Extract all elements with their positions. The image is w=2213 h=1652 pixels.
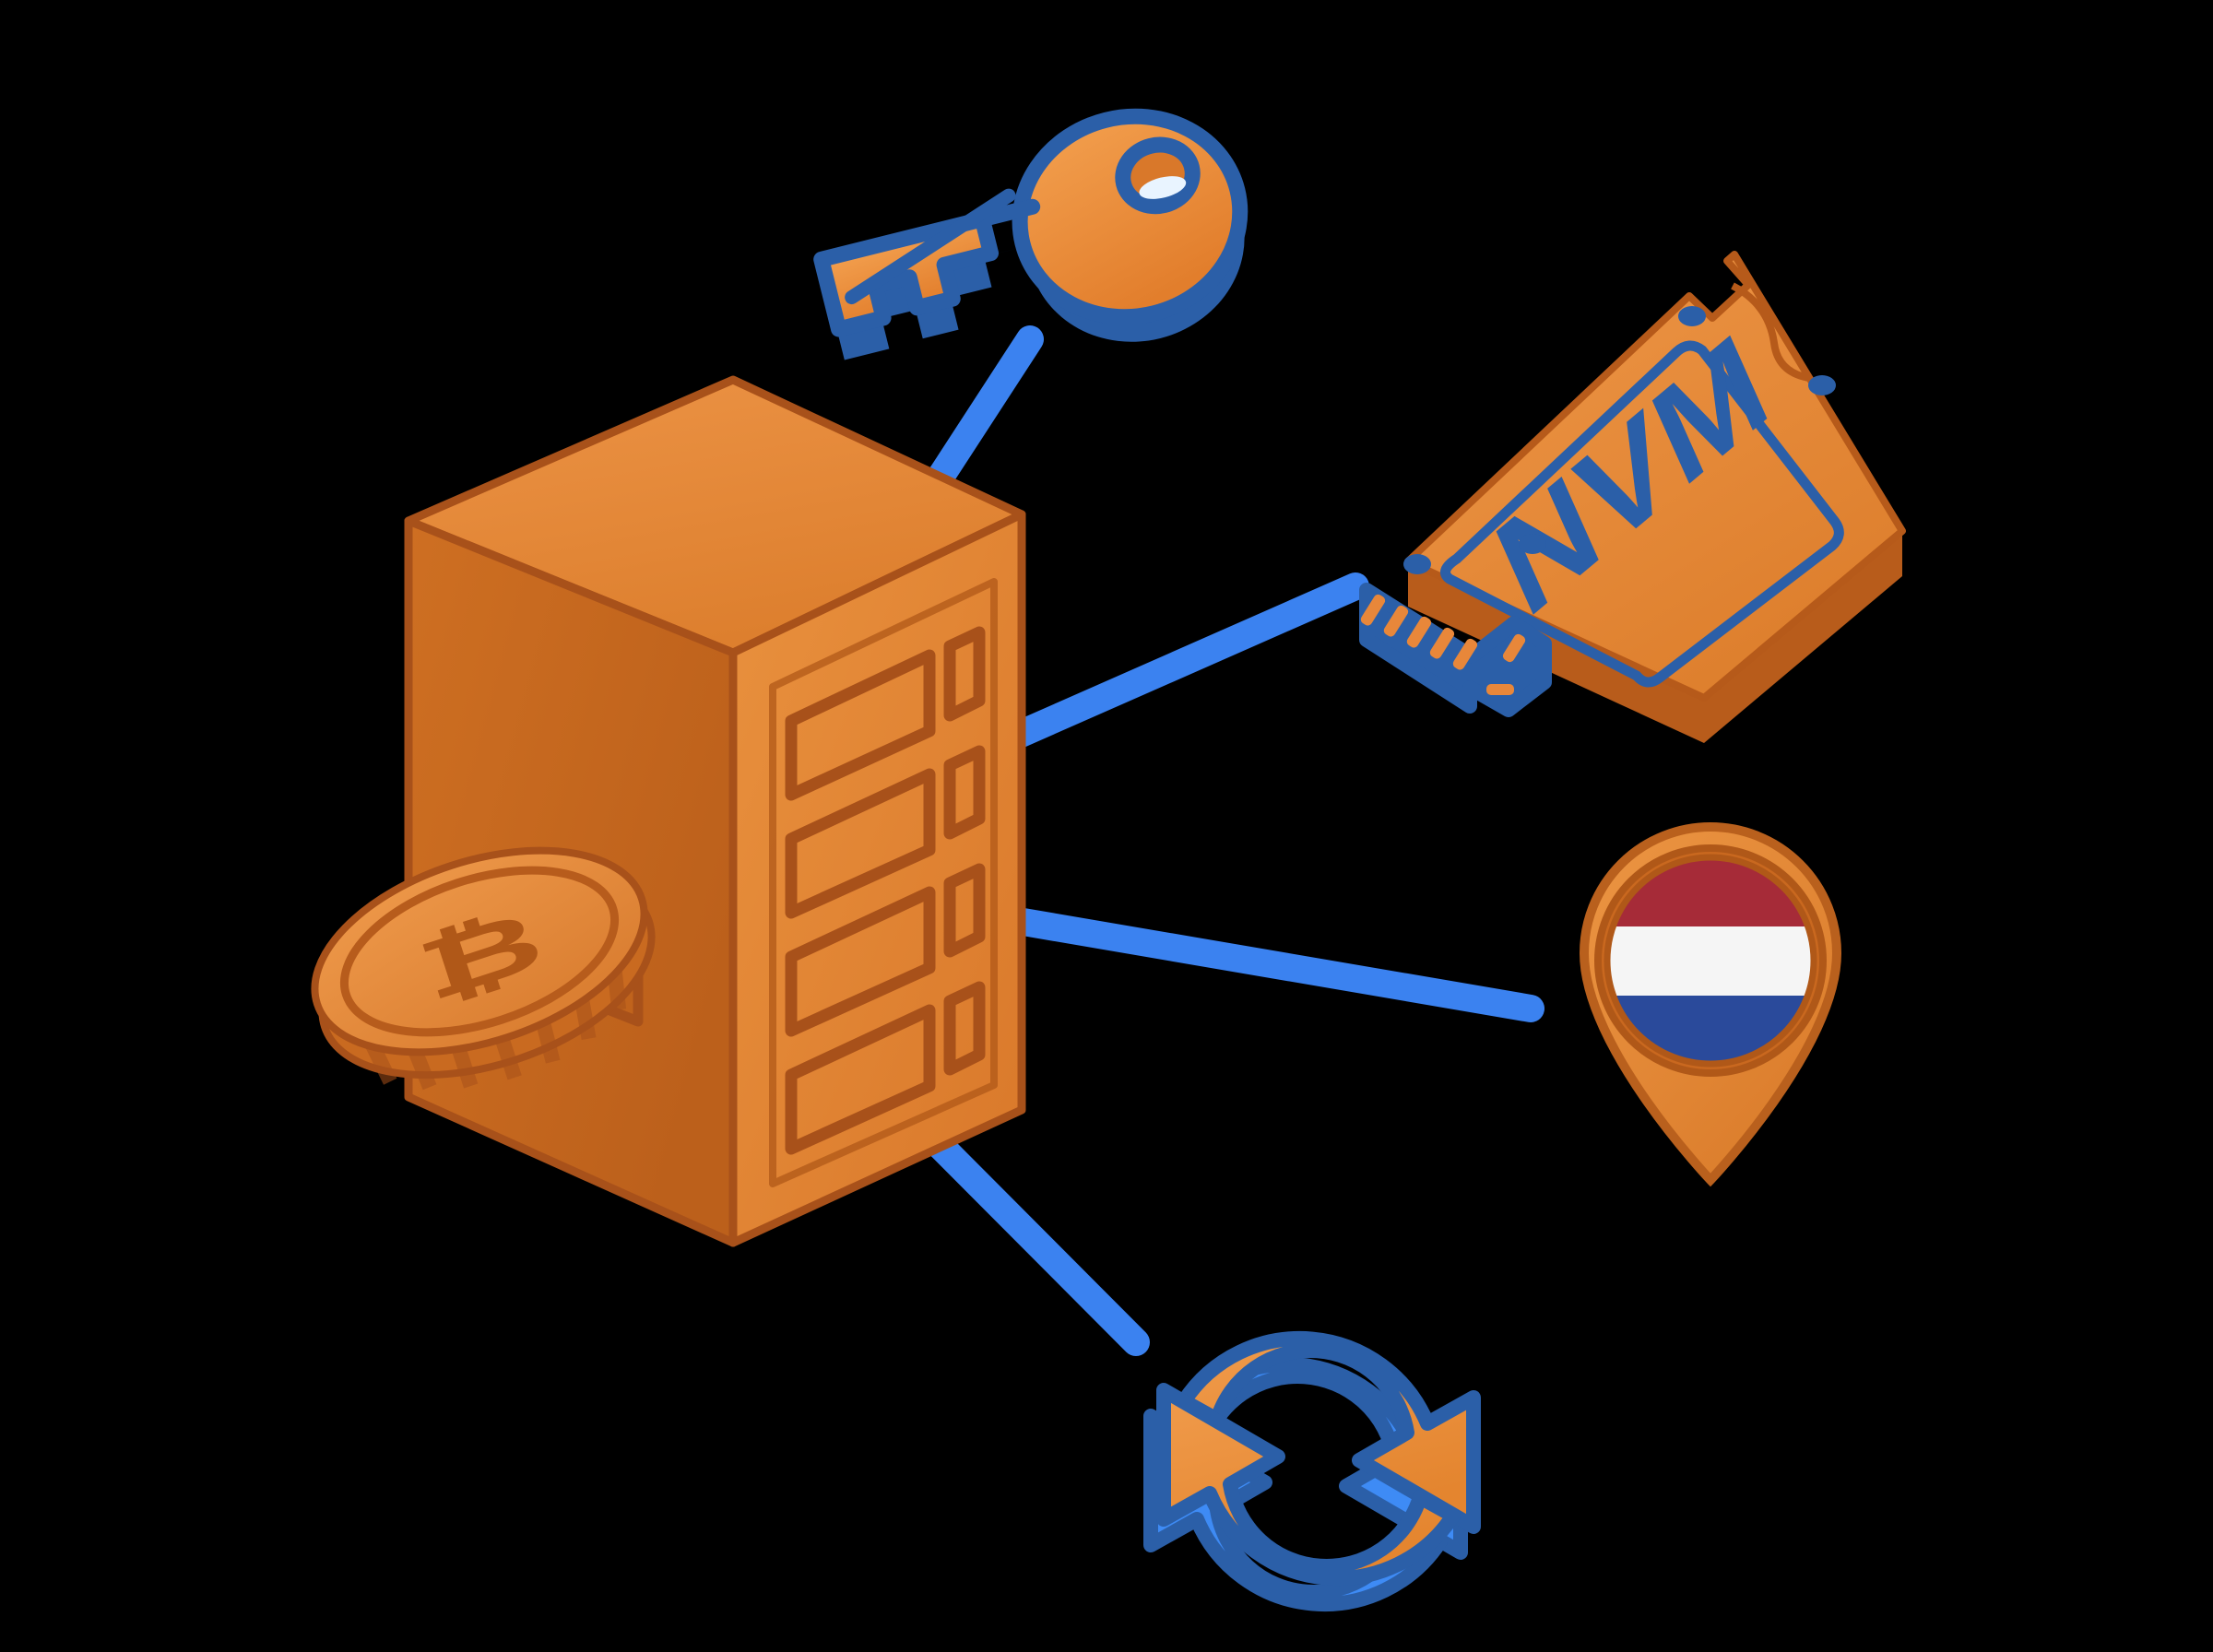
key-icon[interactable]	[803, 93, 1267, 414]
drive-bay-indicator	[943, 626, 986, 722]
nvm-notch	[1731, 282, 1810, 382]
flag-disc-outline	[1604, 854, 1817, 1068]
key-hole-highlight	[1139, 176, 1187, 199]
nvm-label-frame	[1440, 340, 1844, 688]
nvm-screw-hole	[1678, 306, 1706, 326]
nvm-screw-hole	[1403, 554, 1431, 574]
connector-server-to-nvm	[999, 572, 1369, 751]
drive-bay-indicator	[943, 863, 986, 958]
bitcoin-coin[interactable]: ₿	[290, 813, 682, 1129]
sync-arrow-bottom	[1156, 1383, 1461, 1587]
connector-body	[1359, 583, 1552, 717]
flag-stripe-white	[1607, 926, 1814, 996]
server-right-bevel	[769, 578, 998, 1187]
connector-server-to-location	[999, 906, 1544, 1022]
sync-icon[interactable]	[1143, 1330, 1481, 1612]
coin-inner-ring	[339, 866, 620, 1037]
key-shaft-groove	[845, 188, 1016, 305]
coin-ridges	[364, 966, 627, 1091]
drive-bay-slot	[785, 886, 936, 1037]
drive-bay-slot	[785, 768, 936, 919]
drive-bay-indicator	[943, 981, 986, 1076]
key-hole	[1115, 136, 1201, 215]
location-pin-netherlands[interactable]	[1579, 822, 1842, 1187]
connector-server-to-sync	[894, 1100, 1150, 1356]
coin-face	[311, 846, 648, 1056]
nvm-screw-hole	[1519, 534, 1546, 554]
sync-front	[1156, 1330, 1481, 1587]
nvm-screw-hole	[1808, 375, 1836, 395]
nvm-edge-connector	[1359, 583, 1552, 717]
server-drive-bays	[785, 626, 986, 1155]
drive-bay-indicator	[943, 745, 986, 840]
key-shaft	[813, 198, 1041, 337]
drive-bay-slot	[785, 649, 936, 801]
sync-arrow-top	[1177, 1330, 1481, 1534]
server-tower[interactable]	[404, 375, 1026, 1247]
nvm-module[interactable]: NVM	[1359, 251, 1906, 743]
connector-pins	[1360, 594, 1526, 695]
drive-bay-slot	[785, 1004, 936, 1155]
